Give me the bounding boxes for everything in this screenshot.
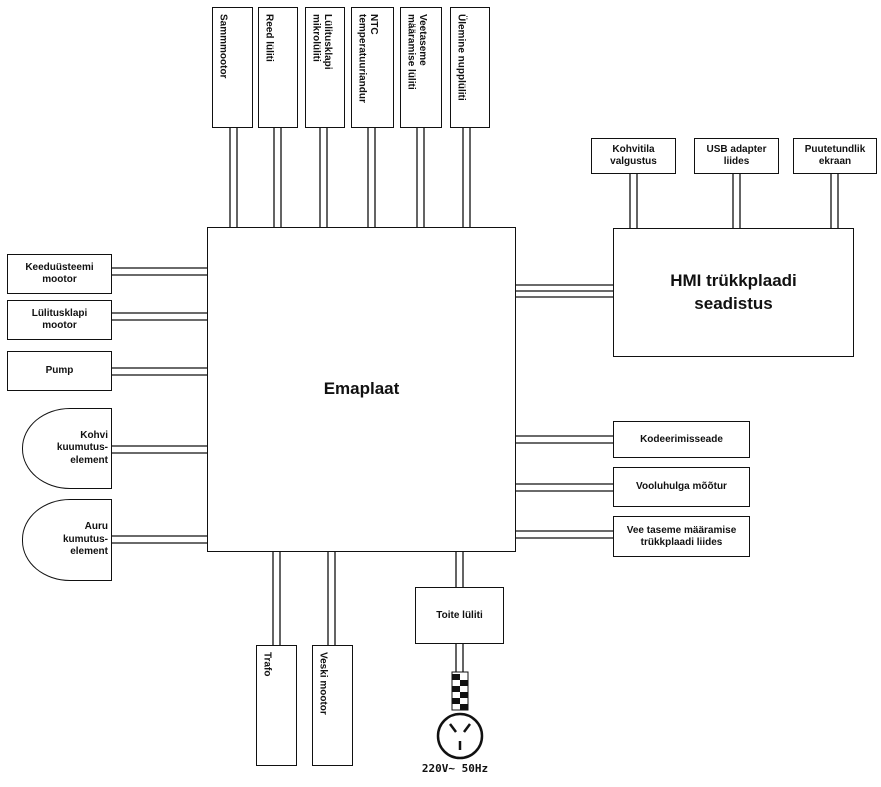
component-label: Ülemine nupplüliti <box>455 14 467 101</box>
component-ntc-sensor: NTC temperatuuriandur <box>351 7 394 128</box>
wire-hmi <box>516 284 613 298</box>
component-coffee-heating-element: Kohvi kuumutus- element <box>22 408 112 489</box>
wire-vee-taseme <box>516 530 613 539</box>
component-encoder: Kodeerimisseade <box>613 421 750 458</box>
component-sammmootor: Sammmootor <box>212 7 253 128</box>
component-label: NTC temperatuuriandur <box>356 14 380 103</box>
component-power-switch: Toite lüliti <box>415 587 504 644</box>
wire-pump <box>112 367 207 376</box>
wire-kodeerimisseade <box>516 435 613 444</box>
component-label: Vooluhulga mõõtur <box>636 481 727 492</box>
component-water-level-pcb-interface: Vee taseme määramise trükkplaadi liides <box>613 516 750 557</box>
wire-auru <box>112 535 207 544</box>
component-label: Trafo <box>261 652 273 677</box>
component-label: Reed lüliti <box>263 14 275 62</box>
component-upper-push-switch: Ülemine nupplüliti <box>450 7 490 128</box>
component-flow-meter: Vooluhulga mõõtur <box>613 467 750 507</box>
wire-puutetundlik <box>830 174 839 228</box>
heating-element-edge <box>111 499 113 581</box>
wire-kohvi <box>112 445 207 454</box>
component-label: Veski mootor <box>317 652 329 715</box>
wire-cord <box>455 644 464 672</box>
hmi-board-label: HMI trükkplaadi seadistus <box>670 271 797 313</box>
wire-vooluhulga <box>516 483 613 492</box>
wire-toite <box>455 552 464 587</box>
main-board: Emaplaat <box>207 227 516 552</box>
component-brew-system-motor: Keeduüsteemi mootor <box>7 254 112 294</box>
voltage-label: 220V~ 50Hz <box>421 762 489 775</box>
component-touchscreen: Puutetundlik ekraan <box>793 138 877 174</box>
component-kohvitila-lighting: Kohvitila valgustus <box>591 138 676 174</box>
wire-lulitusklapi <box>319 128 328 227</box>
wire-usb <box>732 174 741 228</box>
wire-ulemine <box>462 128 471 227</box>
wire-ntc <box>367 128 376 227</box>
component-label: Puutetundlik ekraan <box>804 144 866 167</box>
component-label: Keeduüsteemi mootor <box>25 262 94 285</box>
component-label: Veetaseme määramise lüliti <box>405 14 429 90</box>
component-switch-valve-motor: Lülitusklapi mootor <box>7 300 112 340</box>
component-reed-switch: Reed lüliti <box>258 7 298 128</box>
component-label: Kodeerimisseade <box>640 433 723 445</box>
component-steam-heating-element: Auru kumutus- element <box>22 499 112 581</box>
wire-veetaseme <box>416 128 425 227</box>
wire-trafo <box>272 552 281 645</box>
component-label: USB adapter liides <box>706 144 767 167</box>
wire-keeduusteemi <box>112 267 207 276</box>
wire-veski <box>327 552 336 645</box>
wire-reed <box>273 128 282 227</box>
heating-element-edge <box>111 408 113 489</box>
power-cord-braid <box>451 671 469 711</box>
component-label: Lülitusklapi mootor <box>31 308 88 331</box>
component-label: Kohvi kuumutus- element <box>56 429 108 466</box>
component-label: Toite lüliti <box>436 609 483 621</box>
component-label: Auru kumutus- element <box>63 521 108 558</box>
component-pump: Pump <box>7 351 112 391</box>
wire-kohvitila <box>629 174 638 228</box>
component-lulitusklapi-microswitch: Lülitusklapi mikrolüliti <box>305 7 345 128</box>
wire-sammmootor <box>229 128 238 227</box>
wire-lulitusklapi-mootor <box>112 312 207 321</box>
component-label: Pump <box>45 365 74 376</box>
component-usb-adapter: USB adapter liides <box>694 138 779 174</box>
power-plug-icon <box>436 712 484 760</box>
component-label: Kohvitila valgustus <box>610 144 657 167</box>
component-label: Vee taseme määramise trükkplaadi liides <box>626 524 737 548</box>
component-grinder-motor: Veski mootor <box>312 645 353 766</box>
main-board-label: Emaplaat <box>323 379 400 399</box>
component-transformer: Trafo <box>256 645 297 766</box>
component-water-level-switch: Veetaseme määramise lüliti <box>400 7 442 128</box>
component-label: Lülitusklapi mikrolüliti <box>310 14 334 70</box>
component-label: Sammmootor <box>217 14 229 79</box>
hmi-board: HMI trükkplaadi seadistus <box>613 228 854 357</box>
